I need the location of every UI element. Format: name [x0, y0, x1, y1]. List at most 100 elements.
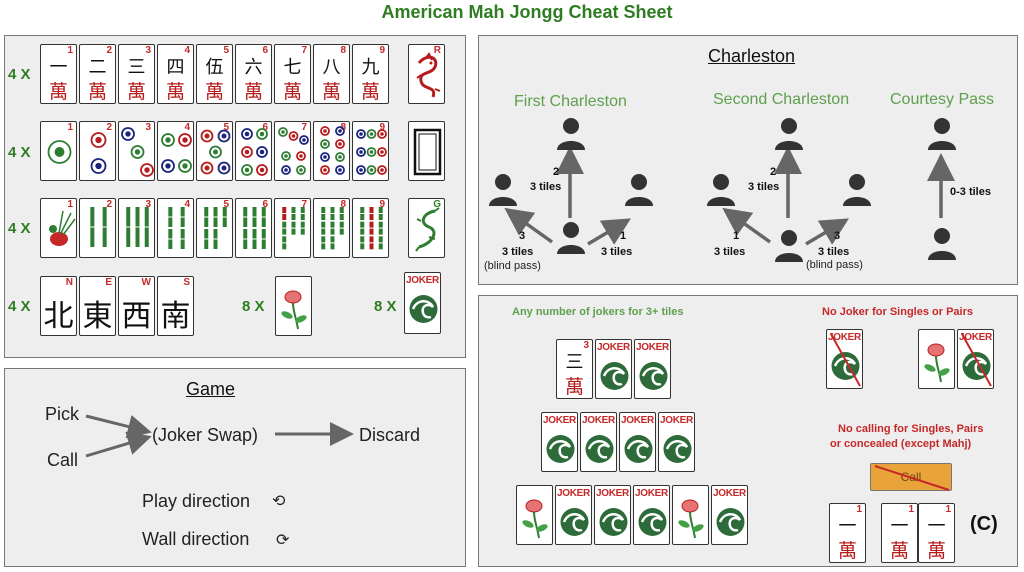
tile-number: 4 [184, 45, 190, 56]
bird-icon [49, 210, 76, 246]
crak-numeral: 三 [127, 57, 146, 78]
joker-swap-label: (Joker Swap) [152, 425, 259, 445]
person-icon [557, 222, 585, 254]
crak-numeral: 四 [166, 57, 185, 78]
bam-tile: 3 [118, 198, 155, 258]
dot-tile: 9 [352, 121, 389, 181]
copyright-mark: (C) [970, 513, 998, 535]
dots-icon [90, 132, 107, 174]
courtesy-pass-label: Courtesy Pass [890, 91, 995, 108]
tile-number: S [183, 277, 190, 288]
step-2-first: 2 [553, 166, 560, 178]
tile-number: 7 [301, 45, 307, 56]
tile-number: 6 [262, 122, 268, 133]
tile-number: 9 [379, 45, 385, 56]
tile-number: 3 [145, 199, 151, 210]
tile-number: E [105, 277, 112, 288]
joker-text: JOKER [597, 342, 630, 353]
discard-label: Discard [359, 425, 421, 445]
joker-count-label: 8 X [374, 298, 397, 315]
second-up-tiles: 3 tiles [748, 181, 780, 193]
soap-frame-icon [413, 128, 442, 176]
bamboo-icon [359, 207, 384, 250]
bam-tile: 9 [352, 198, 389, 258]
flower-icon [522, 499, 548, 539]
wan-character: 萬 [126, 81, 146, 103]
joker-text: JOKER [660, 415, 693, 426]
joker-text: JOKER [406, 275, 439, 286]
dots-icon [47, 140, 72, 164]
tile-number: 2 [106, 199, 112, 210]
green-dragon-tile: G [408, 198, 445, 258]
crak-numeral: 一 [890, 516, 909, 537]
tile-number: 3 [145, 122, 151, 133]
crak-numeral: 伍 [205, 57, 224, 78]
joker-text: JOKER [621, 415, 654, 426]
crak-numeral: 九 [361, 57, 380, 78]
joker-swirl-icon [624, 435, 653, 463]
green-dragon-letter: G [433, 199, 441, 210]
crak-numeral: 六 [244, 57, 263, 78]
any-number-jokers-label: Any number of jokers for 3+ tiles [512, 306, 684, 318]
bamboo-icon [89, 207, 108, 247]
bamboo-icon [320, 207, 345, 250]
dots-icon [200, 129, 231, 175]
joker-tile: JOKER [826, 329, 863, 389]
tile-number: 6 [262, 199, 268, 210]
joker-swirl-icon [639, 362, 668, 390]
tile-number: 2 [106, 122, 112, 133]
person-icon [928, 228, 956, 260]
joker-tile: JOKER [594, 485, 631, 545]
bam-tile: 6 [235, 198, 272, 258]
dots-icon [161, 133, 192, 173]
dots-icon [356, 129, 387, 175]
wan-character: 萬 [165, 81, 185, 103]
joker-swirl-icon [716, 508, 745, 536]
joker-tile: JOKER [619, 412, 656, 472]
bamboo-icon [203, 207, 228, 249]
wind-character: 西 [121, 299, 152, 334]
step-1-second: 1 [733, 230, 740, 242]
flower-icon [924, 343, 950, 383]
tile-number: 3 [583, 340, 589, 351]
joker-swirl-icon [585, 435, 614, 463]
red-dragon-letter: R [433, 45, 441, 56]
joker-tile: JOKER [957, 329, 994, 389]
no-joker-singles-label: No Joker for Singles or Pairs [822, 306, 973, 318]
crossed-out-icon [961, 333, 992, 387]
tile-number: 1 [67, 45, 73, 56]
first-blind-pass: (blind pass) [484, 260, 541, 272]
bamboo-icon [242, 207, 267, 249]
flower-tile [275, 276, 312, 336]
wan-character: 萬 [564, 376, 584, 398]
joker-tile: JOKER [541, 412, 578, 472]
red-dragon-tile: R [408, 44, 445, 104]
joker-swirl-icon [546, 435, 575, 463]
tile-number: 9 [379, 122, 385, 133]
second-blind-pass: (blind pass) [806, 259, 863, 271]
tile-number: 4 [184, 199, 190, 210]
dots-icon [121, 127, 154, 177]
joker-swirl-icon [560, 508, 589, 536]
crak-numeral: 八 [322, 57, 341, 78]
joker-text: JOKER [959, 332, 992, 343]
crak-numeral: 一 [927, 516, 946, 537]
call-button[interactable]: Call [870, 463, 952, 491]
tile-number: 3 [145, 45, 151, 56]
dots-icon [241, 128, 268, 176]
dragon-icon [415, 207, 440, 252]
step-3-first: 3 [519, 230, 526, 242]
person-icon [775, 118, 803, 150]
tile-number: 1 [67, 122, 73, 133]
bam-tile: 1 [40, 198, 77, 258]
wind-character: 南 [160, 299, 191, 334]
tile-number: 1 [945, 504, 951, 515]
